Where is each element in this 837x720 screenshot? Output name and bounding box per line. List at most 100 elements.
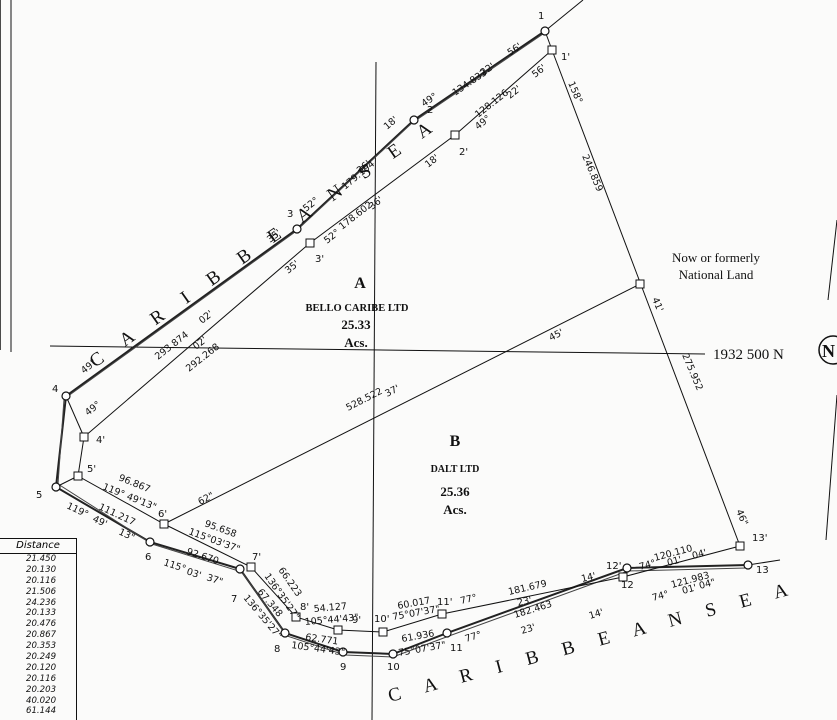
label-4: 4 [52, 384, 58, 395]
label-3p: 3' [315, 254, 324, 265]
brg-s12-01: 01' [681, 582, 698, 596]
brg-s6-37: 37" [205, 572, 224, 588]
distance-table-row: 20.476 [26, 619, 57, 630]
label-13p: 13' [752, 533, 767, 544]
grid-line-northing [49, 345, 706, 355]
label-2: 2 [427, 105, 433, 116]
brg-div-dist: 528.522 [344, 386, 384, 414]
label-7: 7 [231, 594, 237, 605]
label-6p: 6' [158, 509, 167, 520]
brg-s3p-52: 52° [322, 227, 342, 246]
brg-div-37: 37' [383, 383, 401, 399]
lot-a-owner: BELLO CARIBE LTD [306, 303, 409, 314]
brg-s12p-74: 74° [638, 558, 657, 573]
point-marker-13p [735, 541, 745, 551]
point-marker-7p [246, 562, 256, 572]
point-marker-8p [291, 612, 301, 622]
label-10p: 10' [374, 614, 389, 625]
label-10: 10 [387, 662, 400, 673]
distance-table-row: 20.130 [26, 564, 57, 575]
brg-s2p-dist: 178.602 [337, 200, 375, 233]
brg-e1-41: 41' [649, 296, 665, 314]
brg-s12p-04: 04' [691, 547, 708, 561]
lot-b-area: 25.36 [440, 484, 470, 499]
point-marker-9p [333, 625, 343, 635]
point-marker-8 [280, 628, 290, 638]
brg-s6-115: 115° [162, 557, 187, 575]
brg-s11p-14: 14' [580, 571, 597, 585]
brg-s11-14: 14' [588, 607, 605, 622]
label-1: 1 [538, 11, 544, 22]
brg-s3-dist: 293.874 [153, 330, 191, 363]
distance-table-row: 20.133 [26, 608, 57, 619]
distance-table-row: 20.120 [26, 662, 57, 673]
brg-s1p-dist: 128.126 [473, 88, 511, 121]
distance-table-row: 20.203 [26, 684, 57, 695]
point-marker-13 [743, 560, 753, 570]
lot-b-letter: B [450, 433, 461, 450]
label-8: 8 [274, 644, 280, 655]
distance-table-row: 20.249 [26, 652, 57, 663]
boundary-parcel [77, 49, 741, 633]
brg-s2-18: 18' [382, 114, 400, 132]
point-marker-12p [618, 572, 628, 582]
label-2p: 2' [459, 147, 468, 158]
sea-label-north-west: C A R I B B E A N S E A [86, 112, 444, 372]
brg-s11p-23: 23' [516, 595, 533, 609]
label-5: 5 [36, 490, 42, 501]
brg-s3p-35: 35' [283, 259, 301, 277]
point-marker-4p [79, 432, 89, 442]
brg-s5-13: 13" [117, 527, 137, 544]
point-marker-12 [622, 563, 632, 573]
distance-table-row: 24.236 [26, 597, 57, 608]
point-labels: 1 1' 2 2' 3 3' 4 4' 5 5' 6 6' 7 7' 8 8' … [36, 11, 769, 673]
brg-s11p-77: 77° [459, 592, 478, 607]
distance-table: Distance 21.450 20.130 20.116 21.506 24.… [0, 538, 77, 720]
brg-s6-03: 03' [185, 566, 202, 581]
label-13: 13 [756, 565, 769, 576]
label-11p: 11' [437, 597, 452, 608]
lot-b-unit: Acs. [443, 502, 466, 517]
adjoining-line-1: Now or formerly [672, 250, 761, 265]
brg-s1p-56: 56' [530, 63, 548, 81]
label-12p: 12' [606, 561, 621, 572]
grid-northing-label: 1932 500 N [713, 347, 784, 363]
point-marker-3 [292, 224, 302, 234]
boundary-extension-south [747, 559, 781, 566]
distance-table-row: 20.867 [26, 630, 57, 641]
point-marker-national [635, 279, 645, 289]
point-marker-2 [409, 115, 419, 125]
point-marker-1p [547, 45, 557, 55]
label-8p: 8' [300, 602, 309, 613]
distance-table-row: 61.144 [26, 706, 57, 717]
leader-4-4p [65, 395, 85, 438]
lot-a-letter: A [354, 275, 366, 292]
north-symbol: N [822, 341, 835, 361]
label-9p: 9' [352, 615, 361, 626]
distance-table-header: Distance [0, 539, 76, 554]
point-marker-2p [450, 130, 460, 140]
label-11: 11 [450, 643, 463, 654]
point-marker-10p [378, 627, 388, 637]
point-marker-9 [338, 647, 348, 657]
brg-s1-dist: 134.833 [451, 67, 490, 98]
brg-e2-dist: 275.952 [679, 352, 704, 392]
lot-a-area: 25.33 [341, 317, 371, 332]
brg-s4p-49: 49° [83, 399, 103, 418]
brg-e1-dist: 246.859 [579, 153, 604, 193]
label-1p: 1' [561, 52, 570, 63]
label-12: 12 [621, 580, 634, 591]
brg-s12p-01: 01' [666, 554, 683, 568]
point-marker-11 [442, 628, 452, 638]
brg-s8p-brg: 105°44'43" [304, 612, 359, 628]
point-marker-11p [437, 609, 447, 619]
parcel-point-markers [73, 45, 745, 637]
point-marker-3p [305, 238, 315, 248]
point-marker-4 [61, 391, 71, 401]
division-line-ab [163, 283, 641, 525]
point-marker-6p [159, 519, 169, 529]
adjoining-line-2: National Land [679, 267, 754, 282]
lot-b-owner: DALT LTD [431, 464, 480, 475]
